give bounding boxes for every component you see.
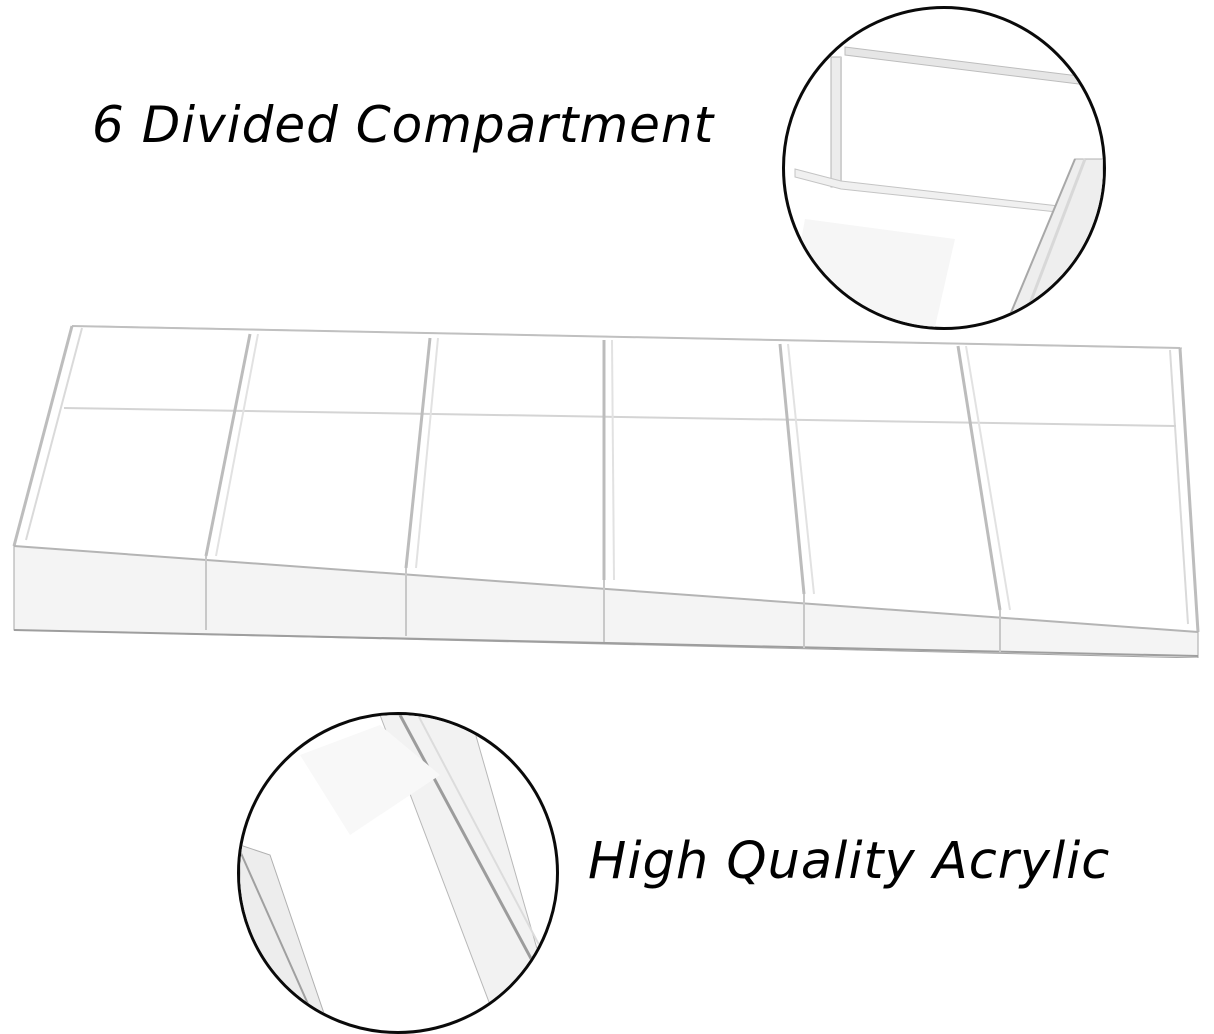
caption-high-quality-acrylic: High Quality Acrylic bbox=[588, 832, 1111, 891]
corner-closeup-graphic bbox=[785, 46, 1103, 327]
acrylic-tray-graphic bbox=[12, 325, 1200, 658]
edge-closeup-graphic bbox=[240, 715, 556, 1031]
zoom-circle-corner bbox=[782, 6, 1106, 330]
zoom-circle-edge bbox=[237, 712, 559, 1034]
caption-divided-compartment: 6 Divided Compartment bbox=[92, 96, 715, 154]
